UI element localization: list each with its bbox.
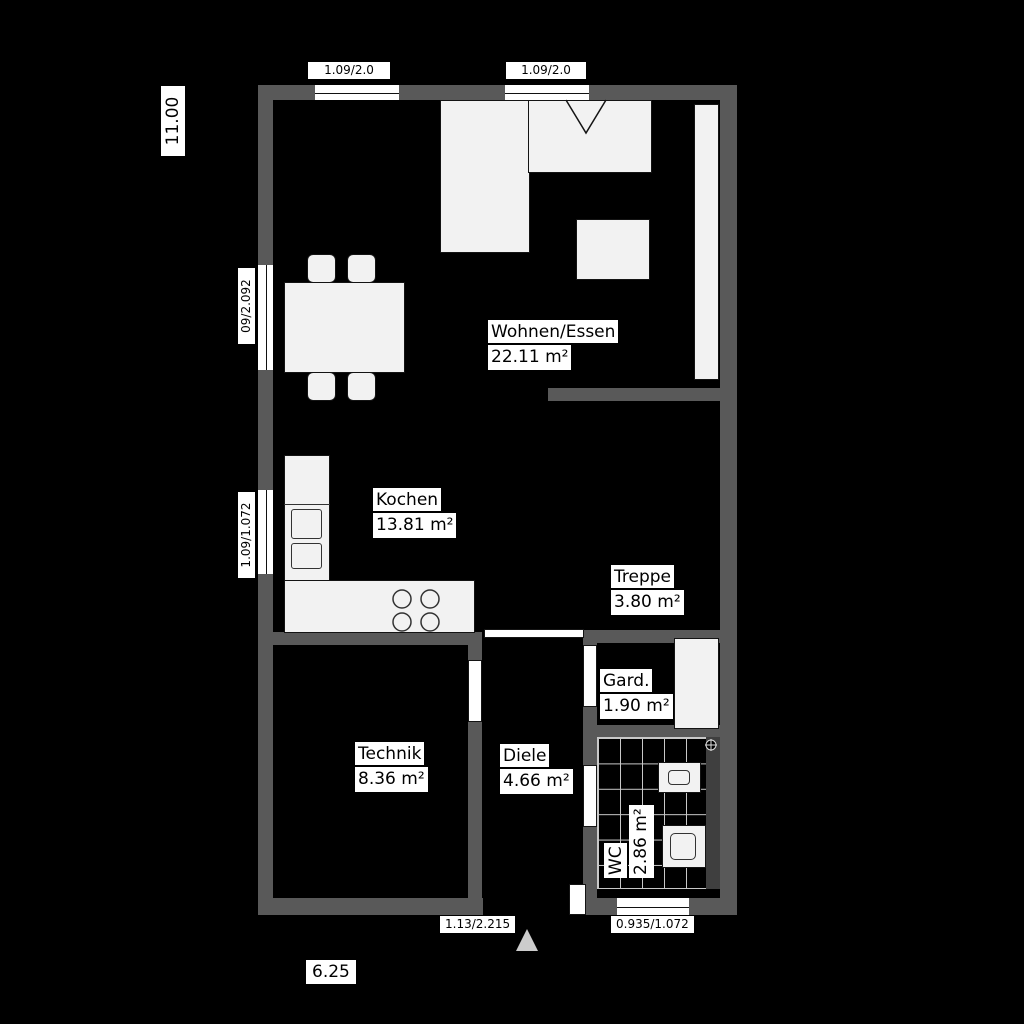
- window-left-upper: [258, 265, 273, 370]
- room-area: 13.81 m²: [373, 513, 457, 538]
- toilet: [662, 825, 706, 868]
- dining-chair-1: [307, 254, 336, 283]
- dining-table: [284, 282, 405, 373]
- dining-chair-4: [347, 372, 376, 401]
- window-left-lower: [258, 490, 273, 574]
- room-label-gard: Gard. 1.90 m²: [600, 669, 673, 719]
- wall-kochen-technik: [273, 632, 480, 645]
- counter-divider: [284, 504, 330, 505]
- entrance-arrow-icon: [516, 929, 538, 951]
- sink-bowl-2: [291, 543, 322, 569]
- washbasin-bowl: [668, 770, 690, 785]
- room-name: Wohnen/Essen: [488, 320, 619, 344]
- dining-chair-2: [347, 254, 376, 283]
- wall-wohnen-treppe: [548, 388, 720, 401]
- sink-bowl-1: [291, 509, 322, 539]
- window-wc: [617, 898, 689, 915]
- sideboard: [694, 104, 719, 380]
- room-area: 4.66 m²: [500, 769, 573, 794]
- dim-top-window-left: 1.09/2.0: [308, 62, 390, 79]
- room-label-kochen: Kochen 13.81 m²: [373, 488, 457, 538]
- room-label-treppe: Treppe 3.80 m²: [611, 565, 684, 615]
- room-label-wc: WC 2.86 m²: [604, 794, 654, 878]
- room-name: Kochen: [373, 488, 442, 512]
- room-name: Treppe: [611, 565, 675, 589]
- toilet-bowl: [670, 833, 696, 860]
- window-top-left: [315, 85, 399, 100]
- room-label-diele: Diele 4.66 m²: [500, 744, 573, 794]
- dim-wc-window: 0.935/1.072: [611, 916, 694, 933]
- room-label-wohnen-essen: Wohnen/Essen 22.11 m²: [488, 320, 619, 370]
- room-name: Diele: [500, 744, 550, 768]
- dining-chair-3: [307, 372, 336, 401]
- dim-entrance-door: 1.13/2.215: [440, 916, 516, 933]
- room-area: 8.36 m²: [355, 767, 428, 792]
- room-name: Technik: [355, 742, 425, 766]
- wc-duct: [706, 737, 720, 889]
- kitchen-counter-horizontal: [284, 580, 475, 633]
- entrance-door-opening: [483, 898, 571, 915]
- door-wc: [583, 765, 597, 827]
- room-area: 2.86 m²: [629, 805, 654, 878]
- dim-top-window-right: 1.09/2.0: [506, 62, 586, 79]
- room-area: 1.90 m²: [600, 694, 673, 719]
- dim-total-width: 6.25: [306, 960, 356, 984]
- sofa-horizontal: [528, 100, 652, 173]
- washbasin: [658, 762, 701, 793]
- opening-kochen-diele: [484, 629, 584, 638]
- sofa-vertical: [440, 100, 530, 253]
- coffee-table: [576, 219, 650, 280]
- dim-total-depth: 11.00: [161, 86, 185, 156]
- dim-left-window-upper: 09/2.092: [238, 268, 255, 344]
- entrance-door-leaf: [569, 884, 586, 915]
- door-technik: [468, 660, 482, 722]
- dim-left-window-lower: 1.09/1.072: [238, 492, 255, 578]
- terrace-door: [505, 85, 589, 100]
- room-name: WC: [604, 843, 628, 878]
- room-label-technik: Technik 8.36 m²: [355, 742, 428, 792]
- room-name: Gard.: [600, 669, 653, 693]
- outer-wall-right: [720, 85, 737, 915]
- room-area: 22.11 m²: [488, 345, 572, 370]
- door-gard: [583, 645, 597, 707]
- wardrobe: [674, 638, 719, 729]
- room-area: 3.80 m²: [611, 590, 684, 615]
